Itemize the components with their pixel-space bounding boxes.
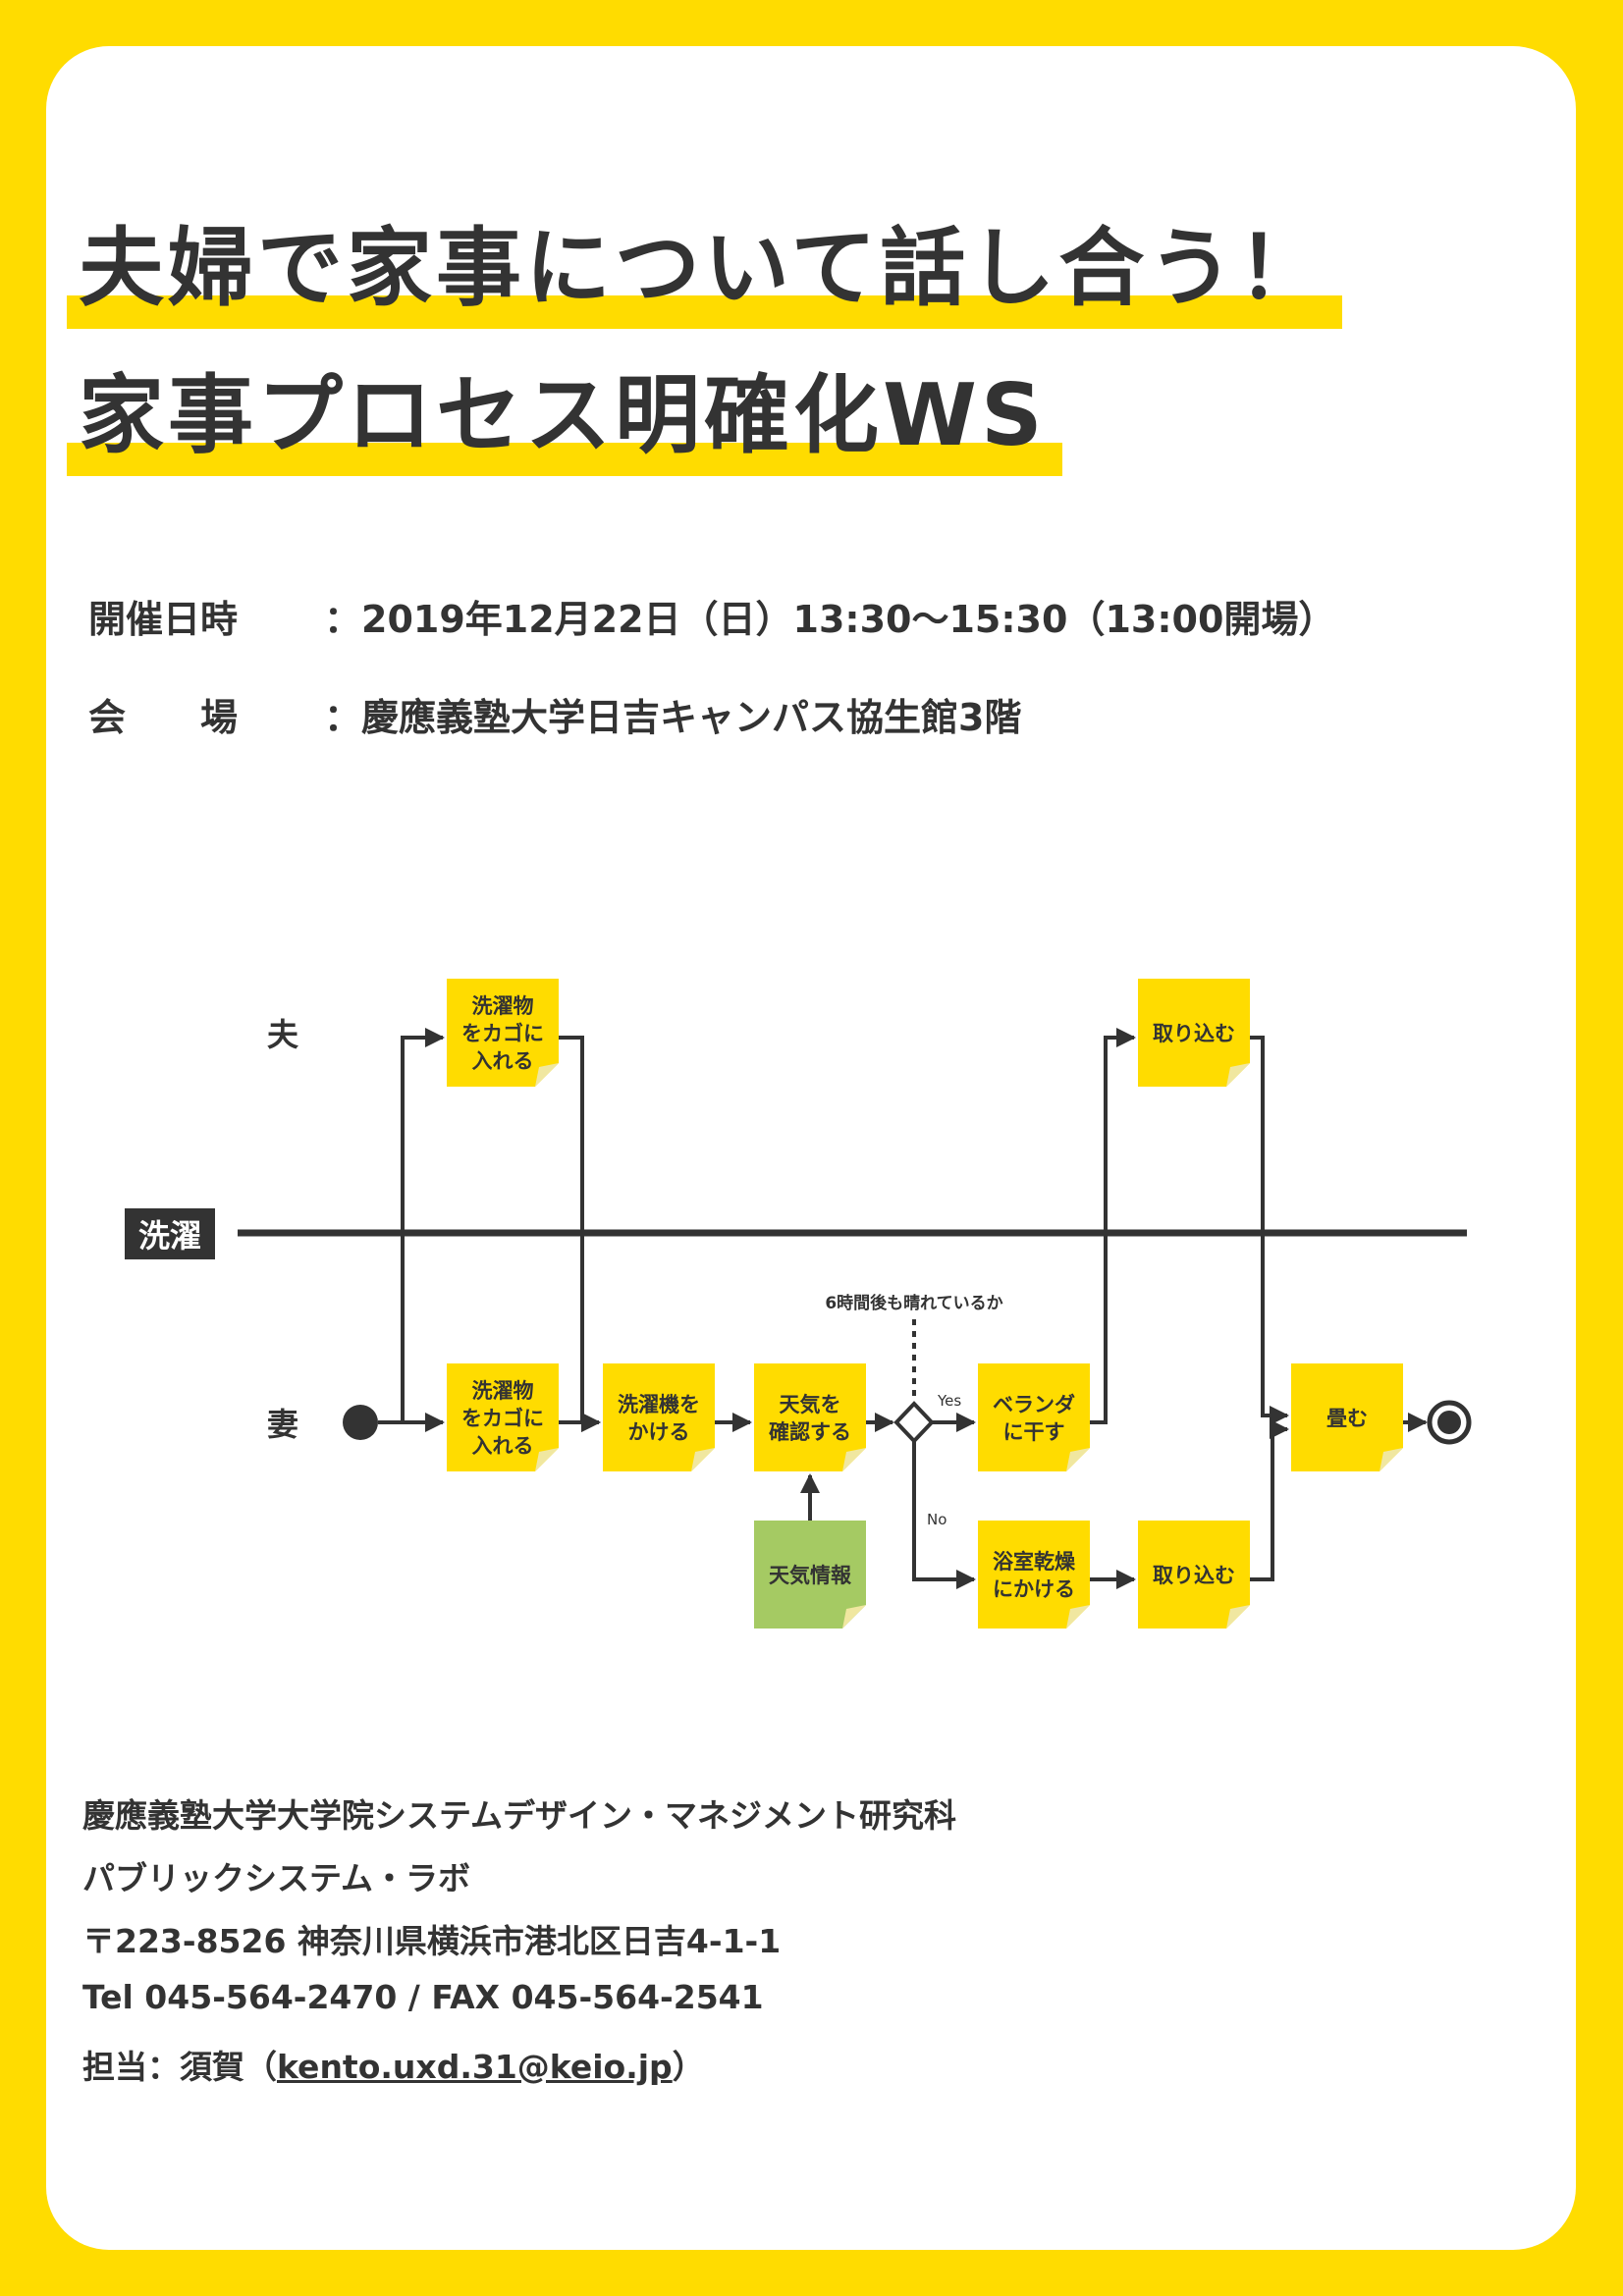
step-text: 入れる — [472, 1049, 534, 1073]
sticky-note-fold — [1226, 1063, 1250, 1087]
step-text: をカゴに — [461, 1407, 544, 1430]
sticky-note-fold — [691, 1448, 715, 1471]
poster-card — [46, 46, 1576, 2250]
contact-email-link[interactable]: kento.uxd.31@keio.jp — [277, 2048, 673, 2086]
lane-label-wife: 妻 — [267, 1406, 298, 1443]
footer-address: 〒223-8526 神奈川県横浜市港北区日吉4-1-1 — [82, 1922, 782, 1960]
sticky-note — [1138, 1521, 1250, 1629]
edge-decision-dryer — [912, 1441, 976, 1589]
title-text-2: 家事プロセス明確化WS — [79, 365, 1047, 465]
edge-start-husband-basket — [401, 1028, 445, 1422]
step-text: 確認する — [769, 1420, 851, 1444]
title-highlight-2: 家事プロセス明確化WS — [67, 373, 1062, 476]
sticky-note-fold — [1066, 1448, 1090, 1471]
event-venue-value: ：慶應義塾大学日吉キャンパス協生館3階 — [324, 696, 1022, 739]
step-text: かける — [628, 1420, 690, 1444]
footer-contact: 担当：須賀（kento.uxd.31@keio.jp） — [82, 2041, 705, 2088]
diagram-nodes: 洗濯物をカゴに入れる取り込む洗濯物をカゴに入れる洗濯機をかける天気を確認する天気… — [125, 979, 1472, 1629]
title-highlight-1: 夫婦で家事について話し合う！ — [66, 226, 1343, 329]
step-text: 取り込む — [1153, 1022, 1235, 1045]
end-node-core — [1437, 1411, 1461, 1434]
title-line-2: 家事プロセス明確化WS — [67, 373, 1062, 476]
sticky-note — [1291, 1363, 1403, 1471]
edge-husband-takein-fold — [1250, 1036, 1289, 1425]
event-date-label: 開催日時 — [88, 598, 239, 641]
edge-wife-takein-fold — [1250, 1419, 1289, 1581]
lane-label-husband: 夫 — [267, 1016, 299, 1053]
step-text: をカゴに — [461, 1022, 544, 1045]
contact-prefix: 担当：須賀（ — [82, 2048, 277, 2086]
sticky-note-fold — [1380, 1448, 1403, 1471]
footer-org: 慶應義塾大学大学院システムデザイン・マネジメント研究科 — [82, 1796, 957, 1835]
step-text: に干す — [1003, 1420, 1065, 1444]
sticky-note — [1138, 979, 1250, 1087]
diagram-connectors — [238, 1028, 1467, 1589]
step-text: にかける — [993, 1577, 1075, 1601]
branch-no-label: No — [927, 1511, 947, 1528]
footer-lab: パブリックシステム・ラボ — [82, 1859, 471, 1897]
decision-diamond — [893, 1401, 935, 1444]
step-text: 入れる — [472, 1434, 534, 1458]
edge-veranda-husband-takein — [1090, 1028, 1136, 1424]
step-text: ベランダ — [993, 1393, 1075, 1416]
step-text: 浴室乾燥 — [993, 1550, 1076, 1574]
title-line-1: 夫婦で家事について話し合う！ — [66, 226, 1343, 329]
sticky-note — [978, 1363, 1090, 1471]
branch-yes-label: Yes — [937, 1392, 961, 1410]
event-venue-row: 会 場 ：慶應義塾大学日吉キャンパス協生館3階 — [88, 687, 1021, 741]
start-node — [343, 1405, 378, 1440]
step-text: 天気情報 — [769, 1564, 852, 1587]
step-text: 洗濯物 — [472, 1379, 534, 1403]
event-venue-label: 会 場 — [88, 696, 239, 739]
category-tag-label: 洗濯 — [138, 1217, 201, 1255]
contact-suffix: ） — [672, 2048, 705, 2086]
sticky-note-fold — [842, 1605, 866, 1629]
step-text: 天気を — [780, 1393, 841, 1416]
step-text: 取り込む — [1153, 1564, 1235, 1587]
category-tag — [125, 1208, 215, 1259]
sticky-note — [447, 1363, 559, 1471]
footer-phone: Tel 045-564-2470 / FAX 045-564-2541 — [82, 1978, 764, 2016]
step-h-takein: 取り込む — [1138, 979, 1250, 1087]
event-date-row: 開催日時 ：2019年12月22日（日）13:30〜15:30（13:00開場） — [88, 589, 1335, 643]
sticky-note — [978, 1521, 1090, 1629]
event-date-value: ：2019年12月22日（日）13:30〜15:30（13:00開場） — [324, 598, 1336, 641]
sticky-note — [754, 1521, 866, 1629]
step-text: 畳む — [1326, 1407, 1368, 1430]
step-text: 洗濯物 — [472, 994, 534, 1018]
sticky-note — [447, 979, 559, 1087]
title-text-1: 夫婦で家事について話し合う！ — [79, 218, 1327, 318]
decision-condition: 6時間後も晴れているか — [825, 1293, 1002, 1313]
step-w-takein: 取り込む — [1138, 1521, 1250, 1629]
sticky-note-fold — [535, 1063, 559, 1087]
sticky-note-fold — [842, 1448, 866, 1471]
sticky-note-fold — [1226, 1605, 1250, 1629]
sticky-note-fold — [535, 1448, 559, 1471]
sticky-note — [603, 1363, 715, 1471]
sticky-note-fold — [1066, 1605, 1090, 1629]
step-w-info: 天気情報 — [754, 1521, 866, 1629]
step-text: 洗濯機を — [618, 1393, 700, 1416]
sticky-note — [754, 1363, 866, 1471]
step-w-fold: 畳む — [1291, 1363, 1403, 1471]
